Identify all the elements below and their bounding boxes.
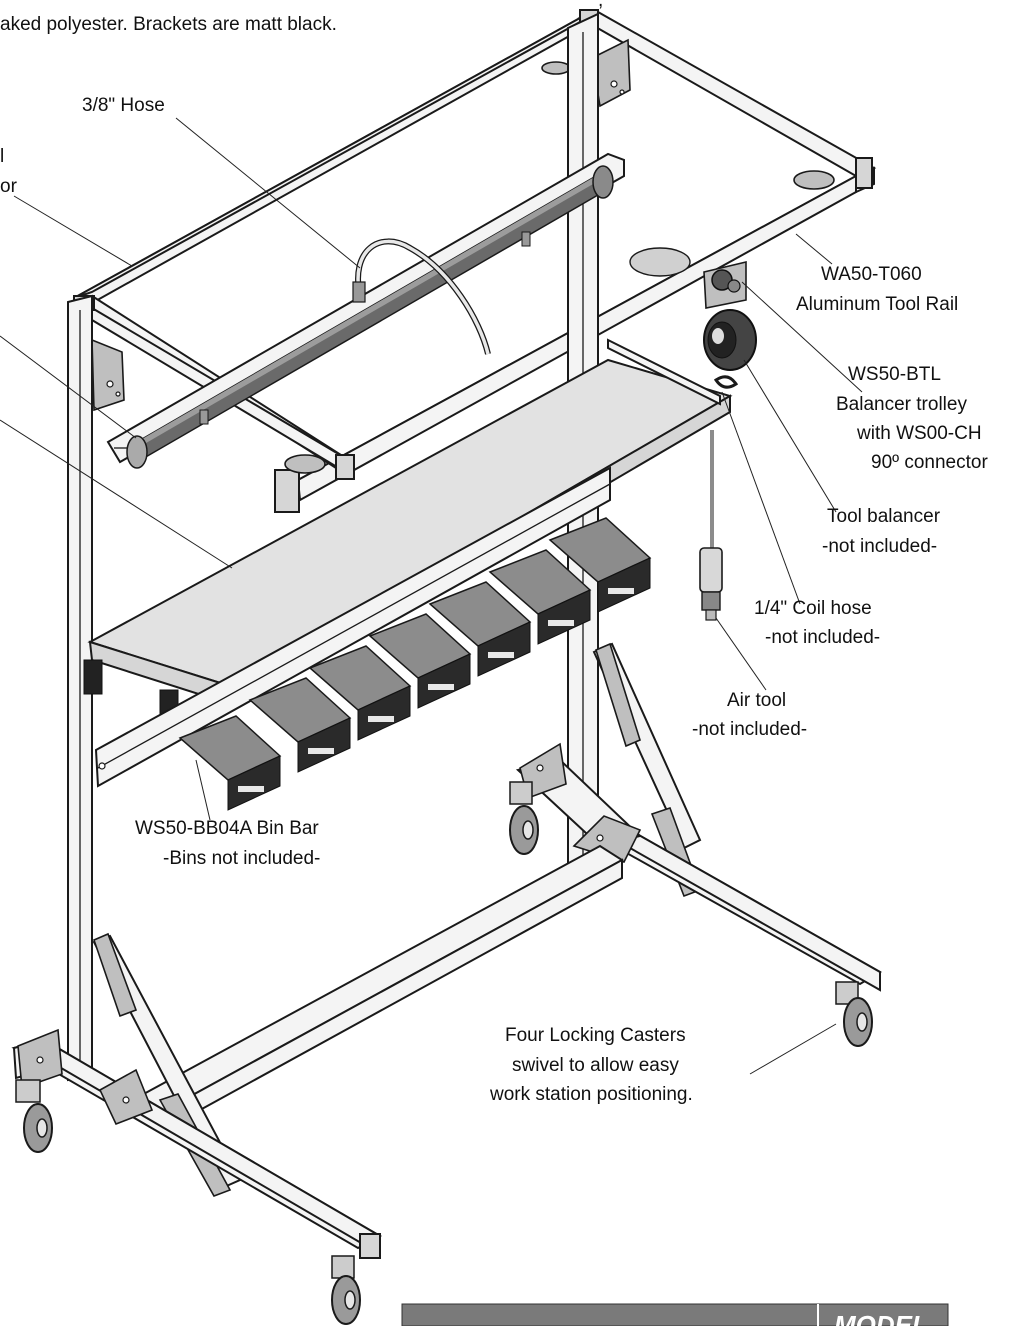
callout-trolley: WS50-BTL Balancer trolley with WS00-CH 9… [836, 364, 988, 473]
callout-coil-hose: 1/4" Coil hose -not included- [754, 598, 880, 648]
callout-bin-bar: WS50-BB04A Bin Bar -Bins not included- [135, 818, 320, 869]
label-airtool-2: -not included- [692, 719, 807, 740]
label-cut-left-2: or [0, 176, 18, 197]
callout-air-tool: Air tool -not included- [692, 690, 807, 740]
balancer-trolley [703, 260, 747, 309]
caster [15, 1079, 53, 1153]
label-airtool-1: Air tool [727, 690, 786, 711]
bin [178, 715, 282, 811]
caster [331, 1255, 361, 1325]
bin [428, 581, 532, 677]
coil-hose [710, 375, 739, 548]
bin [248, 677, 352, 773]
label-trolley-4: 90º connector [871, 452, 988, 473]
caster [509, 781, 539, 855]
footer-bar: MODEL [401, 1303, 949, 1326]
callout-cut-left: l or [0, 146, 18, 197]
label-binbar-1: WS50-BB04A Bin Bar [135, 818, 319, 839]
left-base [11, 932, 383, 1259]
label-balancer-1: Tool balancer [827, 506, 941, 527]
bin-bar [94, 466, 611, 788]
label-cut-left-1: l [0, 146, 4, 167]
bin [308, 645, 412, 741]
label-tool-rail-2: Aluminum Tool Rail [796, 294, 958, 315]
label-casters-1: Four Locking Casters [505, 1025, 686, 1046]
label-casters-3: work station positioning. [489, 1084, 693, 1105]
model-label: MODEL [834, 1310, 928, 1326]
label-coil-1: 1/4" Coil hose [754, 598, 872, 619]
bins [178, 517, 652, 811]
label-coil-2: -not included- [765, 627, 880, 648]
label-binbar-2: -Bins not included- [163, 848, 320, 869]
label-trolley-1: WS50-BTL [848, 364, 941, 385]
right-base [138, 642, 882, 1134]
intro-text: aked polyester. Brackets are matt black. [0, 14, 337, 35]
callout-balancer: Tool balancer -not included- [822, 506, 941, 557]
callout-hose: 3/8" Hose [82, 95, 165, 116]
callout-casters: Four Locking Casters swivel to allow eas… [489, 1025, 693, 1105]
bin [368, 613, 472, 709]
air-tool [699, 547, 723, 621]
tool-balancer [703, 309, 757, 371]
label-trolley-2: Balancer trolley [836, 394, 967, 415]
label-casters-2: swivel to allow easy [512, 1055, 679, 1076]
label-balancer-2: -not included- [822, 536, 937, 557]
label-tool-rail-1: WA50-T060 [821, 264, 922, 285]
tool-rail-cylinder [106, 152, 691, 469]
intro-text-fragment: , [598, 0, 603, 11]
label-hose: 3/8" Hose [82, 95, 165, 116]
bin [488, 549, 592, 645]
callout-tool-rail: WA50-T060 Aluminum Tool Rail [796, 264, 958, 315]
caster [835, 981, 873, 1047]
bin [548, 517, 652, 613]
label-trolley-3: with WS00-CH [856, 423, 982, 444]
leader-lines [0, 117, 863, 1075]
